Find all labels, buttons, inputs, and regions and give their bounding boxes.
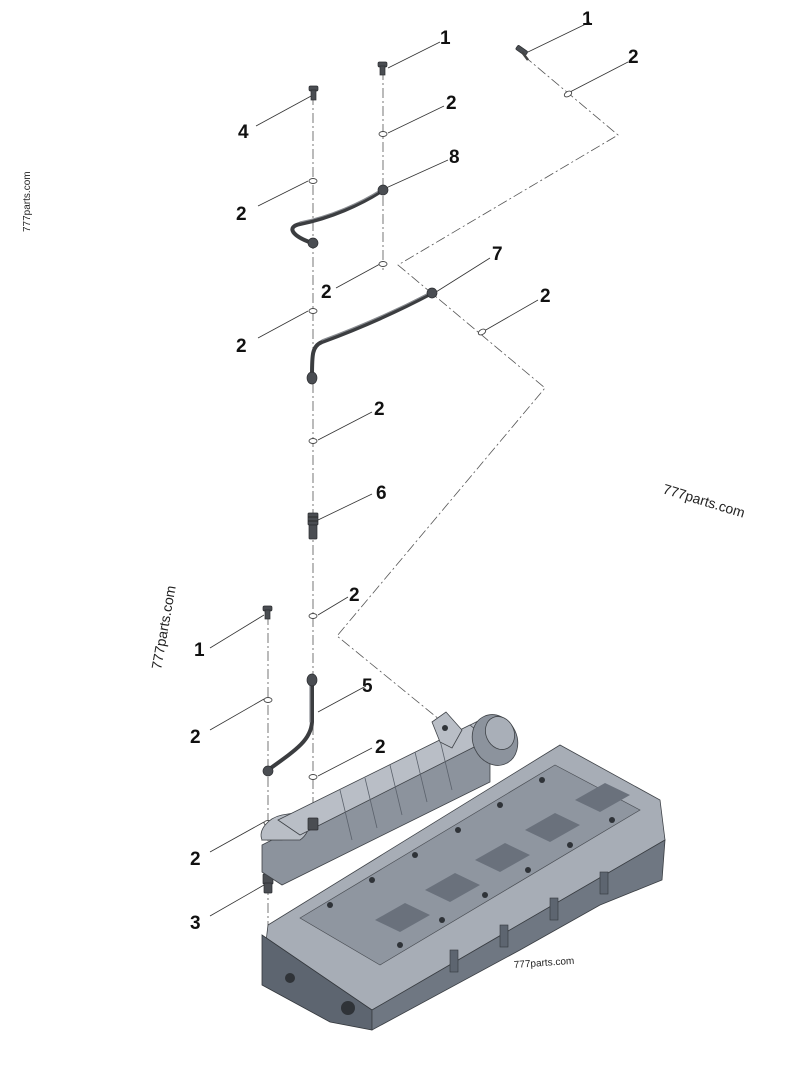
cylinder-head-block <box>261 744 666 1031</box>
callout-3: 3 <box>190 913 201 934</box>
callout-1-top-right: 1 <box>582 9 593 30</box>
callout-5: 5 <box>362 676 373 697</box>
callout-1-lower-left: 1 <box>194 640 205 661</box>
callout-2-top-center: 2 <box>446 93 457 114</box>
callout-7: 7 <box>492 244 503 265</box>
tube-item8 <box>290 184 389 249</box>
watermark-left-vertical: 777parts.com <box>22 171 33 232</box>
callout-2-mid-left: 2 <box>236 336 247 357</box>
bolt-top-center <box>377 61 388 76</box>
callout-4: 4 <box>238 122 249 143</box>
tube-item5 <box>262 673 318 777</box>
callout-8: 8 <box>449 147 460 168</box>
callout-2-lower-center: 2 <box>349 585 360 606</box>
mounting-feet <box>449 871 609 973</box>
watermark-right: 777parts.com <box>661 481 747 521</box>
port-cavities <box>375 783 630 932</box>
tube-item7 <box>306 287 438 385</box>
head-bolt-bosses <box>327 777 615 948</box>
callout-2-top-right: 2 <box>628 47 639 68</box>
callout-1-top-center: 1 <box>440 28 451 49</box>
callout-6: 6 <box>376 483 387 504</box>
callout-2-mid-right: 2 <box>540 286 551 307</box>
bolt-top-right <box>515 45 529 61</box>
callout-2-upper-left: 2 <box>236 204 247 225</box>
fitting-item6 <box>307 512 319 540</box>
callout-labels: 1 2 1 2 4 8 2 2 7 2 2 2 6 2 1 5 2 2 2 3 <box>190 9 639 934</box>
callout-2-bottom-left: 2 <box>190 849 201 870</box>
watermark-bottom: 777parts.com <box>513 956 574 971</box>
callout-2-above-cooler: 2 <box>375 737 386 758</box>
egr-cooler <box>260 711 519 886</box>
callout-2-lower-left: 2 <box>190 727 201 748</box>
watermark-mid-vertical: 777parts.com <box>148 584 178 670</box>
callout-2-mid-center: 2 <box>321 282 332 303</box>
bolt-item4 <box>308 85 319 101</box>
washers <box>263 90 573 826</box>
bolt-lower-left <box>262 605 273 620</box>
callout-2-center: 2 <box>374 399 385 420</box>
leader-lines <box>209 21 629 917</box>
